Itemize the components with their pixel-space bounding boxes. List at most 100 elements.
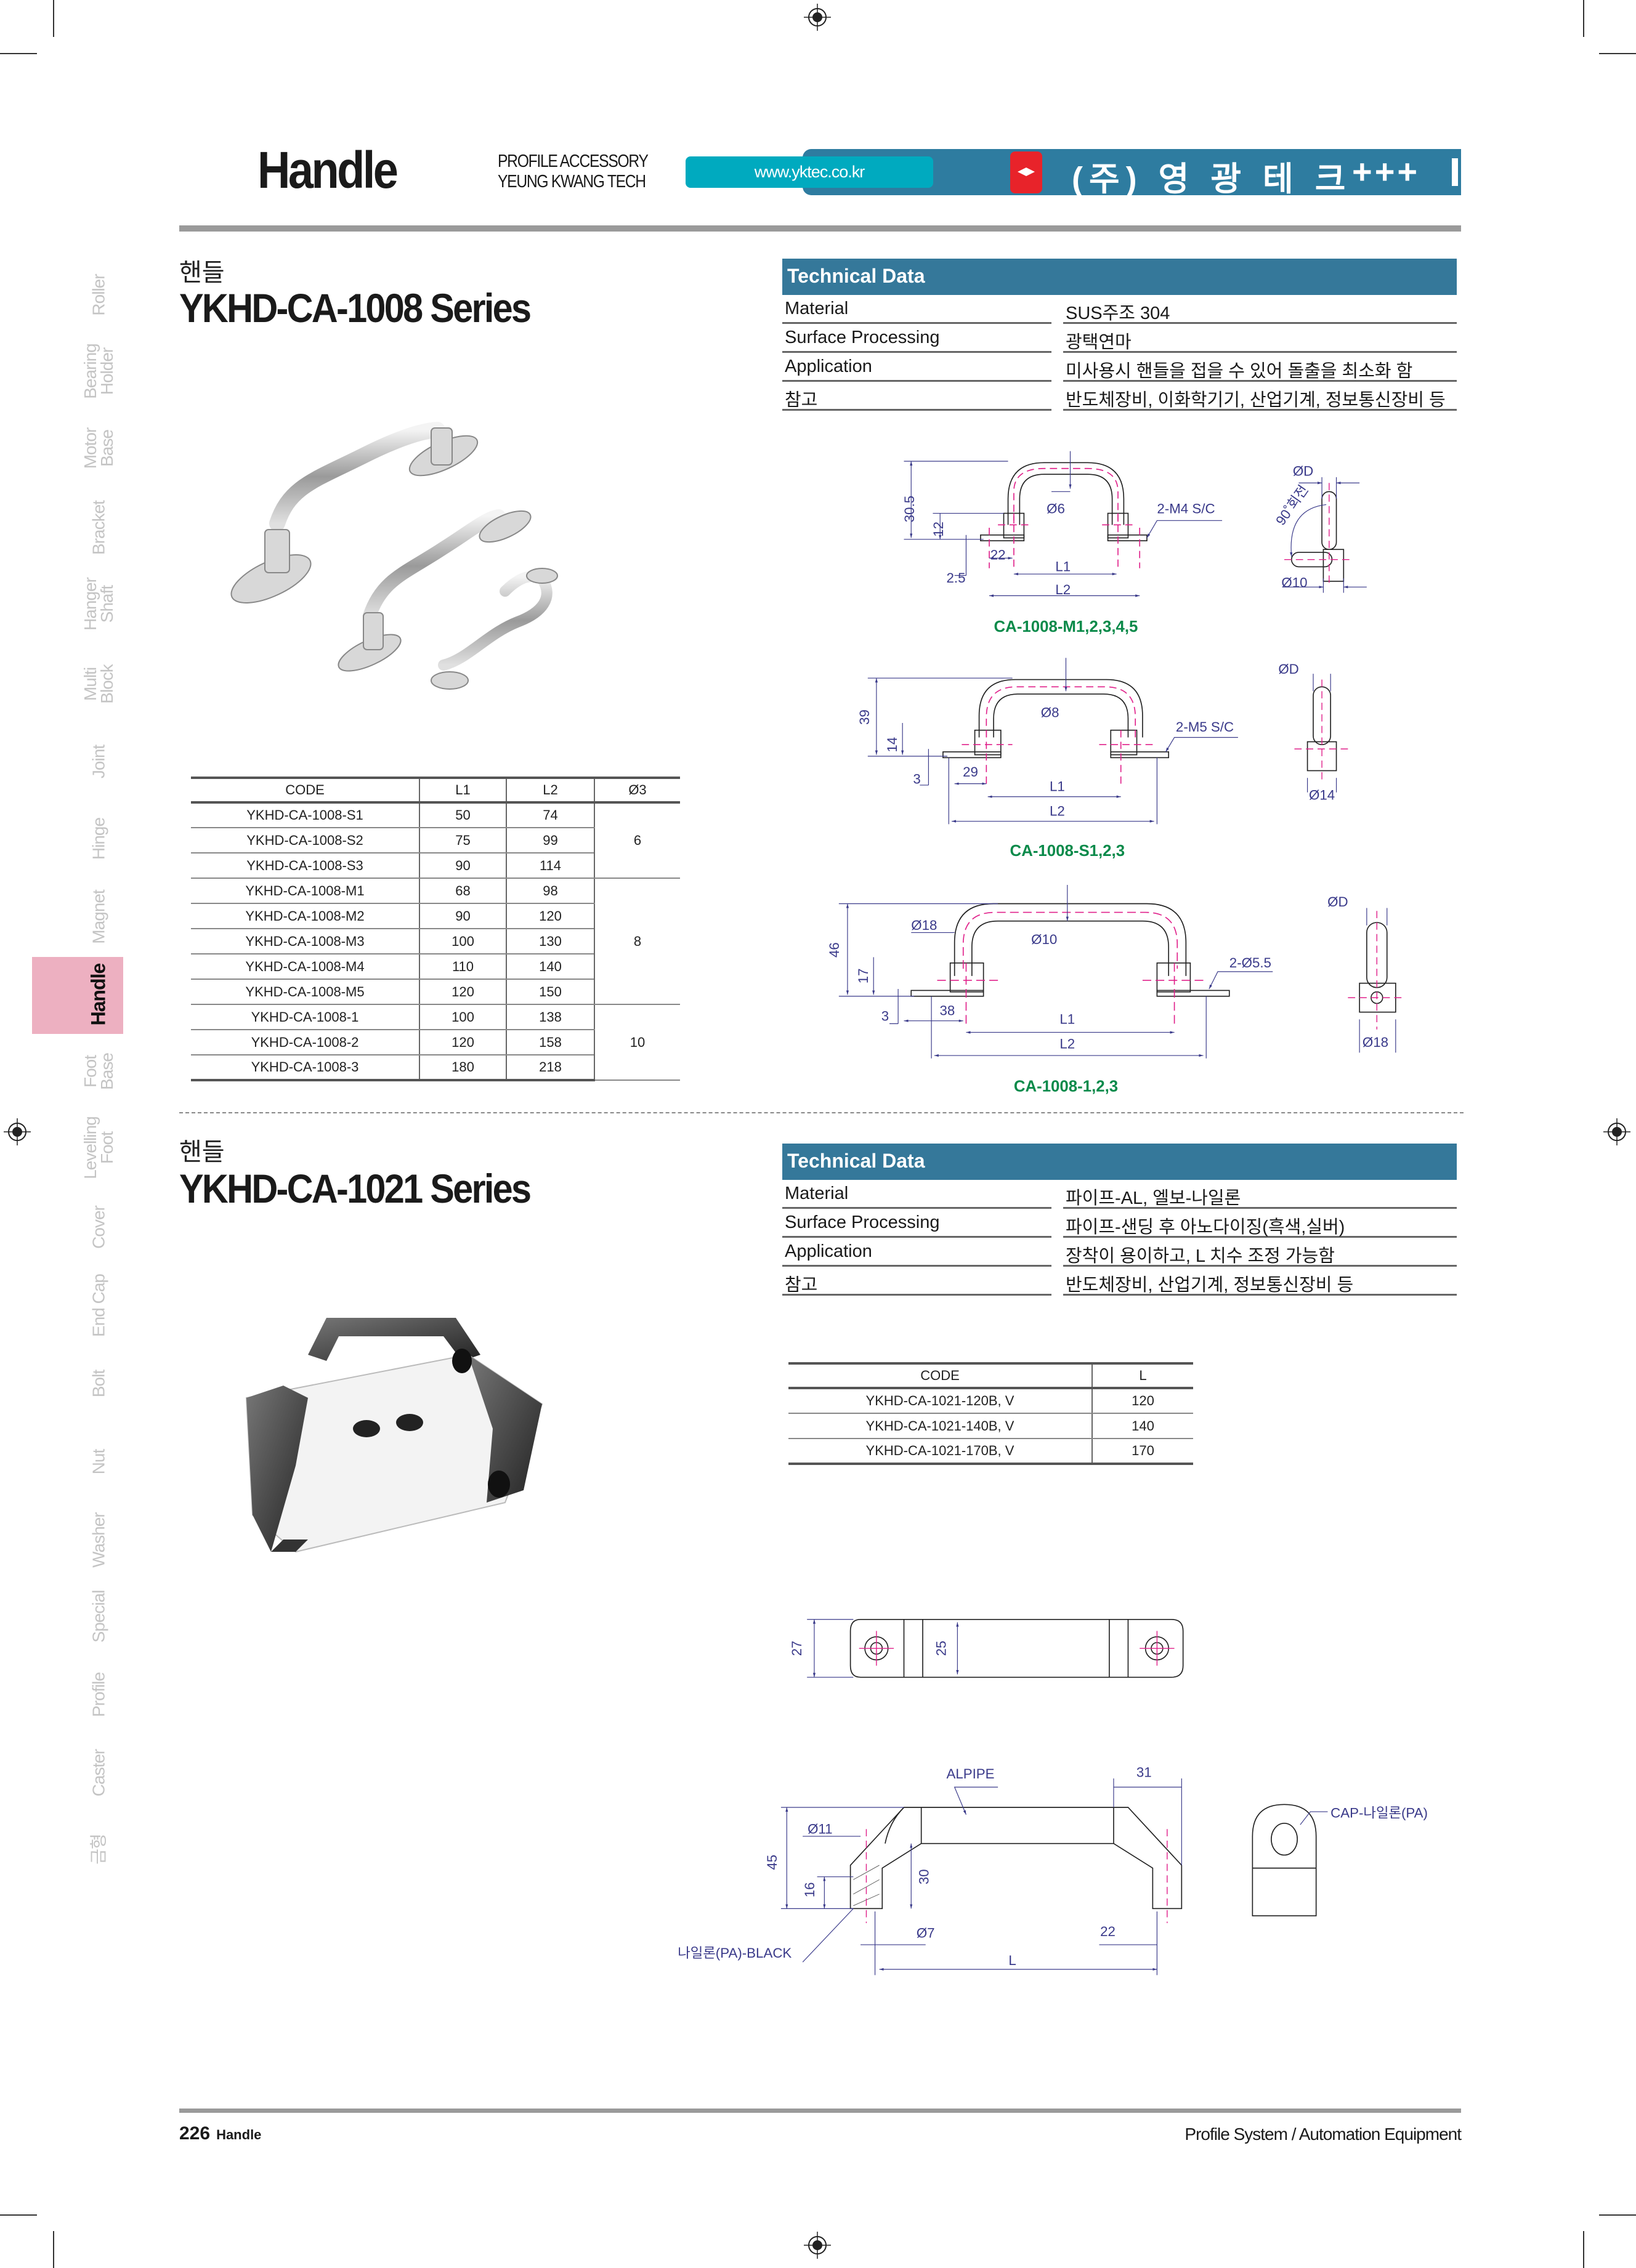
- side-tab-washer[interactable]: Washer: [89, 1512, 108, 1567]
- dim-label: Ø18: [1363, 1035, 1388, 1050]
- col-header: L: [1091, 1362, 1193, 1389]
- cell-code: YKHD-CA-1008-S2: [191, 828, 419, 854]
- drawing-ca-1008-m: 30.5 12 2.5 22 L1 L2 Ø6 2-M4 S/C CA-1008…: [902, 451, 1367, 636]
- dim-label: ØD: [1327, 894, 1348, 910]
- side-tab-금형[interactable]: 금형: [89, 1834, 108, 1865]
- registration-mark-icon: [804, 2232, 831, 2259]
- crop-mark: [0, 53, 37, 54]
- tech-value: 파이프-샌딩 후 아노다이징(흑색,실버): [1063, 1209, 1457, 1238]
- side-tab-roller[interactable]: Roller: [89, 274, 108, 315]
- cell-code: YKHD-CA-1008-1: [191, 1004, 419, 1030]
- dim-label: 30: [916, 1869, 931, 1884]
- side-tab-joint[interactable]: Joint: [89, 745, 108, 779]
- cell-l: 120: [1091, 1388, 1193, 1414]
- crop-mark: [1583, 2231, 1584, 2268]
- cell-l1: 120: [419, 979, 506, 1005]
- cell-code: YKHD-CA-1008-M4: [191, 954, 419, 980]
- crop-mark: [0, 2214, 37, 2216]
- cell-code: YKHD-CA-1008-M5: [191, 979, 419, 1005]
- side-tab-nut[interactable]: Nut: [89, 1449, 108, 1475]
- cell-l: 170: [1091, 1439, 1193, 1465]
- side-tab-label: Hanger: [81, 578, 100, 631]
- registration-mark-icon: [804, 4, 831, 31]
- dim-label: 25: [934, 1640, 949, 1656]
- side-tab-label: Foot: [97, 1132, 116, 1164]
- side-tab-label: Cover: [89, 1206, 108, 1249]
- drawing-ca-1008-s: 39 14 3 29 L1 L2 Ø8 2-M5 S/C CA-1008-S1,…: [857, 658, 1353, 860]
- dim-label: 27: [789, 1640, 804, 1656]
- side-tab-bracket[interactable]: Bracket: [89, 501, 108, 555]
- dim-label: L: [1008, 1953, 1016, 1968]
- registration-mark-icon: [1603, 1118, 1630, 1145]
- dim-label: Ø7: [917, 1925, 935, 1940]
- cell-l2: 130: [506, 929, 594, 954]
- section-divider: [179, 1112, 1464, 1113]
- cell-l2: 150: [506, 979, 594, 1005]
- cell-code: YKHD-CA-1008-2: [191, 1030, 419, 1055]
- side-tab-magnet[interactable]: Magnet: [89, 890, 108, 943]
- col-header: CODE: [788, 1362, 1092, 1389]
- tech-label: 참고: [782, 1267, 1051, 1296]
- side-tab-profile[interactable]: Profile: [89, 1673, 108, 1717]
- cell-l1: 110: [419, 954, 506, 980]
- side-tab-label: Bolt: [89, 1370, 108, 1398]
- website-link[interactable]: www.yktec.co.kr: [686, 156, 933, 188]
- side-tab-cover[interactable]: Cover: [89, 1206, 108, 1249]
- product-image-handles-1008: [230, 422, 558, 690]
- dim-label: ØD: [1278, 661, 1298, 677]
- side-tab-label: Holder: [97, 348, 116, 395]
- side-tab-hinge[interactable]: Hinge: [89, 818, 108, 860]
- drawing-1021-side-view: ALPIPE 31 Ø11 45 16 30 Ø7 22 L 나일론(PA)-B…: [678, 1765, 1183, 1975]
- side-tab-label: Joint: [89, 745, 108, 779]
- side-tab-label: Special: [89, 1590, 108, 1643]
- side-tab-label: Levelling: [81, 1116, 100, 1180]
- page-number: 226: [179, 2123, 211, 2144]
- dim-label: 17: [856, 968, 871, 983]
- cell-l1: 90: [419, 853, 506, 879]
- side-tab-label: Nut: [89, 1449, 108, 1475]
- dim-label: Ø10: [1281, 575, 1307, 590]
- registration-mark-icon: [4, 1118, 31, 1145]
- tech-value: 장착이 용이하고, L 치수 조정 가능함: [1063, 1238, 1457, 1267]
- side-tab-caster[interactable]: Caster: [89, 1749, 108, 1796]
- side-tab-label: Base: [97, 429, 116, 467]
- side-tab-label: Caster: [89, 1749, 108, 1796]
- dim-label: Ø18: [911, 918, 937, 933]
- dim-label: 45: [764, 1855, 780, 1870]
- side-tab-label: 금형: [89, 1834, 108, 1865]
- side-tab-special[interactable]: Special: [89, 1590, 108, 1643]
- cell-l1: 180: [419, 1055, 506, 1081]
- side-tab-label: Multi: [81, 667, 100, 701]
- dim-label: 31: [1136, 1765, 1152, 1780]
- side-tab-handle[interactable]: Handle: [87, 964, 110, 1026]
- side-tab-bolt[interactable]: Bolt: [89, 1370, 108, 1398]
- dim-label: L2: [1050, 803, 1065, 818]
- page-category-title: Handle: [257, 141, 399, 199]
- dim-label: 39: [857, 709, 872, 725]
- cell-code: YKHD-CA-1008-M1: [191, 878, 419, 904]
- col-header: L1: [419, 777, 506, 804]
- tech-label: Application: [782, 353, 1051, 382]
- col-header: CODE: [191, 777, 419, 804]
- cell-l1: 68: [419, 878, 506, 904]
- side-tab-end-cap[interactable]: End Cap: [89, 1274, 108, 1337]
- cell-l2: 158: [506, 1030, 594, 1055]
- company-name: (주) 영 광 테 크: [1072, 161, 1352, 198]
- product-image-handle-1021: [245, 1318, 543, 1553]
- dim-label: 2-M5 S/C: [1176, 719, 1234, 735]
- side-tab-label: Bracket: [89, 501, 108, 555]
- cell-l2: 98: [506, 878, 594, 904]
- dim-label: Ø6: [1047, 501, 1065, 517]
